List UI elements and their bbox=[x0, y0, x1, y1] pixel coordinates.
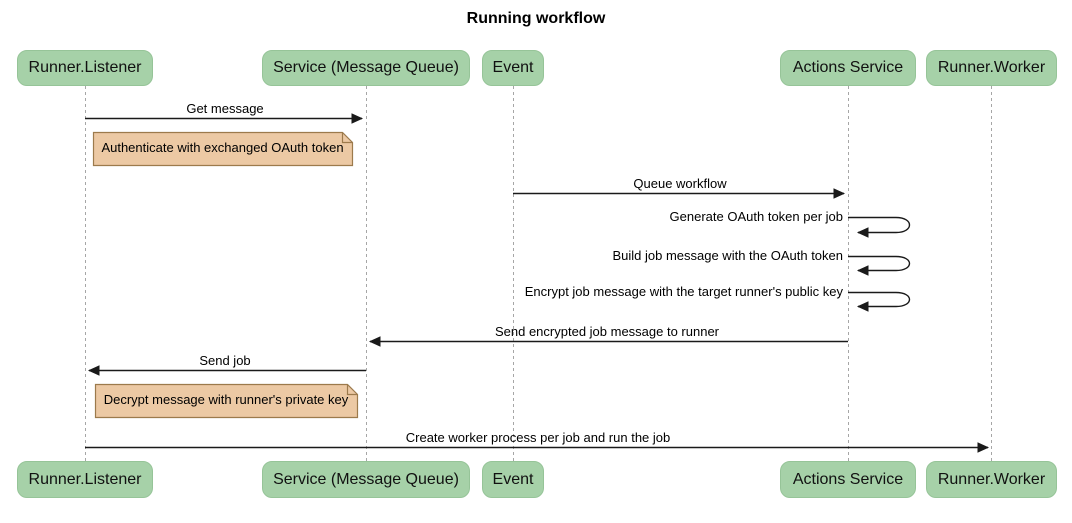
participant-top-runner-listener: Runner.Listener bbox=[17, 50, 153, 86]
message-label-send-encrypted-job-message: Send encrypted job message to runner bbox=[494, 324, 720, 339]
lifelines bbox=[85, 86, 992, 461]
self-loop-encrypt-job-message bbox=[848, 291, 911, 312]
participant-top-event: Event bbox=[482, 50, 544, 86]
participant-bottom-runner-listener: Runner.Listener bbox=[17, 461, 153, 498]
participant-bottom-actions-service: Actions Service bbox=[780, 461, 916, 498]
note-authenticate-shape bbox=[92, 131, 354, 167]
message-label-send-job: Send job bbox=[199, 353, 251, 368]
participant-bottom-event: Event bbox=[482, 461, 544, 498]
participant-top-actions-service: Actions Service bbox=[780, 50, 916, 86]
note-authenticate-label: Authenticate with exchanged OAuth token bbox=[101, 140, 344, 155]
self-loop-generate-oauth-token bbox=[848, 216, 911, 238]
note-authenticate-fold-icon bbox=[341, 132, 353, 144]
note-decrypt-label: Decrypt message with runner's private ke… bbox=[103, 392, 349, 407]
participant-top-service-message-queue: Service (Message Queue) bbox=[262, 50, 470, 86]
message-label-queue-workflow: Queue workflow bbox=[633, 176, 727, 191]
self-loop-build-job-message bbox=[848, 255, 911, 276]
participant-top-runner-worker: Runner.Worker bbox=[926, 50, 1057, 86]
message-label-encrypt-job-message: Encrypt job message with the target runn… bbox=[524, 284, 843, 299]
participant-bottom-runner-worker: Runner.Worker bbox=[926, 461, 1057, 498]
participant-bottom-service-message-queue: Service (Message Queue) bbox=[262, 461, 470, 498]
message-label-get-message: Get message bbox=[186, 101, 264, 116]
message-label-create-worker-process: Create worker process per job and run th… bbox=[405, 430, 671, 445]
message-label-generate-oauth-token: Generate OAuth token per job bbox=[669, 209, 843, 224]
note-decrypt-fold-icon bbox=[346, 384, 358, 396]
diagram-title: Running workflow bbox=[466, 10, 606, 27]
note-decrypt-shape bbox=[94, 383, 359, 419]
message-label-build-job-message: Build job message with the OAuth token bbox=[612, 248, 843, 263]
